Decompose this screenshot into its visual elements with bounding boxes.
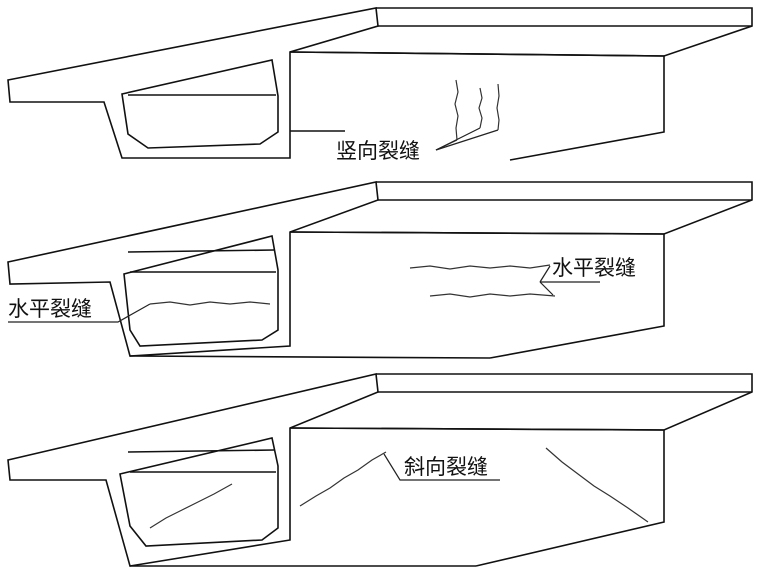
horizontal-crack (429, 293, 556, 298)
diagonal-crack (299, 451, 387, 507)
leader-line (539, 281, 554, 296)
crack-label-vertical: 竖向裂缝 (336, 139, 420, 163)
horizontal-crack (409, 264, 551, 270)
leader-line (383, 453, 500, 481)
cross-section-hatched (7, 7, 379, 159)
vertical-crack (496, 83, 500, 131)
horizontal-crack (149, 301, 271, 306)
vertical-crack (454, 79, 459, 141)
cross-section-void (119, 437, 279, 547)
girder-web-face (289, 51, 665, 161)
leader-line (539, 265, 551, 283)
girder-top-slab (289, 373, 753, 431)
panel-vertical-cracks: 竖向裂缝 (7, 7, 753, 163)
diagonal-crack (149, 483, 233, 529)
diagonal-crack (545, 447, 649, 523)
girder-web-face (289, 231, 665, 359)
panel-diagonal-cracks: 斜向裂缝 (7, 373, 753, 567)
cross-section-void (121, 59, 279, 149)
girder-web-face (289, 427, 665, 567)
crack-label-diagonal: 斜向裂缝 (404, 455, 488, 479)
panel-horizontal-cracks: 水平裂缝 水平裂缝 (7, 181, 753, 359)
cross-section-hatched (7, 373, 379, 567)
vertical-crack (478, 87, 483, 129)
leader-line (8, 303, 151, 323)
crack-label-horizontal-section: 水平裂缝 (8, 297, 92, 321)
leader-line (435, 127, 481, 151)
crack-label-horizontal-web: 水平裂缝 (552, 256, 636, 280)
cross-section-hatched (7, 181, 379, 357)
cross-section-void (123, 235, 279, 347)
leader-line (435, 129, 499, 151)
girder-top-slab (289, 181, 753, 235)
